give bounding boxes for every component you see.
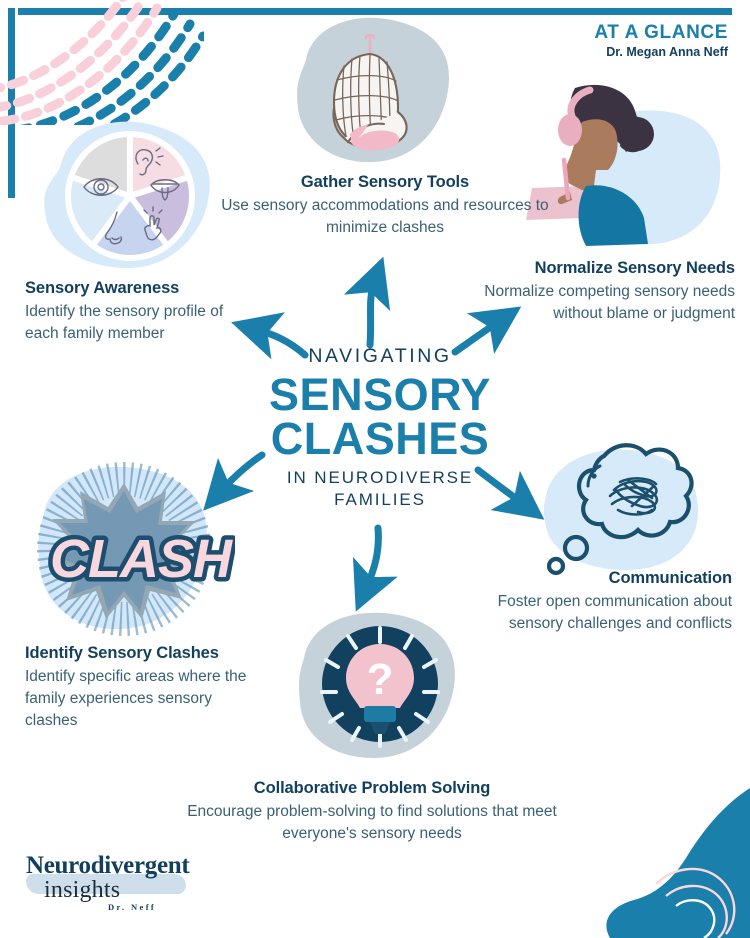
logo-line-insights: insights [44, 877, 121, 903]
section-sensory-awareness: Sensory Awareness Identify the sensory p… [25, 278, 240, 345]
identify-clashes-heading: Identify Sensory Clashes [25, 644, 219, 662]
lightbulb-question-illustration: ? [299, 612, 455, 758]
header-author: Dr. Megan Anna Neff [606, 45, 728, 59]
nose-icon [104, 211, 123, 245]
title-navigating: NAVIGATING [308, 345, 452, 367]
clash-burst-word-outline: CLASH [50, 529, 233, 589]
comic-clash-burst-illustration: CLASH CLASH [37, 462, 235, 636]
gather-tools-body: Use sensory accommodations and resources… [221, 196, 549, 236]
corner-decoration-bottom-right [606, 788, 750, 938]
communication-body: Foster open communication about sensory … [497, 592, 732, 632]
hanging-egg-chair-illustration [297, 17, 450, 163]
mouth-tongue-icon [150, 179, 180, 201]
five-senses-wheel-illustration [44, 121, 210, 268]
brand-logo: Neurodivergent insights Dr. Neff [18, 852, 208, 914]
decorative-dash-arcs [0, 0, 204, 125]
section-normalize-sensory-needs: Normalize Sensory Needs Normalize compet… [455, 258, 735, 325]
problem-solving-body: Encourage problem-solving to find soluti… [187, 802, 557, 842]
thought-bubble-scribble-illustration [543, 443, 699, 576]
title-in-neurodiverse: IN NEURODIVERSE [286, 468, 474, 488]
arrow-to-gather-tools [343, 256, 391, 349]
header: AT A GLANCE Dr. Megan Anna Neff [594, 22, 728, 59]
clash-burst-word: CLASH [50, 529, 233, 589]
gather-tools-heading: Gather Sensory Tools [300, 173, 470, 191]
logo-brush-stroke [26, 874, 186, 894]
hand-touch-icon [143, 206, 163, 241]
identify-clashes-body: Identify specific areas where the family… [25, 667, 247, 729]
normalize-heading: Normalize Sensory Needs [534, 259, 735, 277]
eye-icon [83, 178, 119, 196]
ear-icon [135, 147, 164, 176]
normalize-body: Normalize competing sensory needs withou… [484, 282, 735, 322]
section-communication: Communication Foster open communication … [440, 568, 732, 635]
problem-solving-heading: Collaborative Problem Solving [253, 779, 491, 797]
section-gather-sensory-tools: Gather Sensory Tools Use sensory accommo… [215, 172, 555, 239]
awareness-body: Identify the sensory profile of each fam… [25, 302, 224, 342]
frame-top-rule [18, 8, 732, 15]
title-sensory: SENSORY [269, 369, 491, 420]
section-collaborative-problem-solving: Collaborative Problem Solving Encourage … [152, 778, 592, 845]
person-with-headphones-illustration [526, 84, 721, 246]
title-families: FAMILIES [334, 490, 426, 510]
communication-heading: Communication [608, 569, 732, 587]
lightbulb-question-glyph: ? [367, 655, 394, 704]
awareness-heading: Sensory Awareness [25, 279, 180, 297]
title-clashes: CLASHES [270, 413, 490, 465]
arrow-to-problem-solving [352, 524, 398, 612]
logo-line-author: Dr. Neff [108, 902, 157, 912]
logo-line-neurodivergent: Neurodivergent [26, 852, 190, 879]
center-title: NAVIGATING SENSORY CLASHES IN NEURODIVER… [245, 345, 515, 511]
header-eyebrow: AT A GLANCE [594, 22, 728, 43]
frame-left-rule [8, 8, 15, 198]
section-identify-sensory-clashes: Identify Sensory Clashes Identify specif… [25, 643, 250, 732]
